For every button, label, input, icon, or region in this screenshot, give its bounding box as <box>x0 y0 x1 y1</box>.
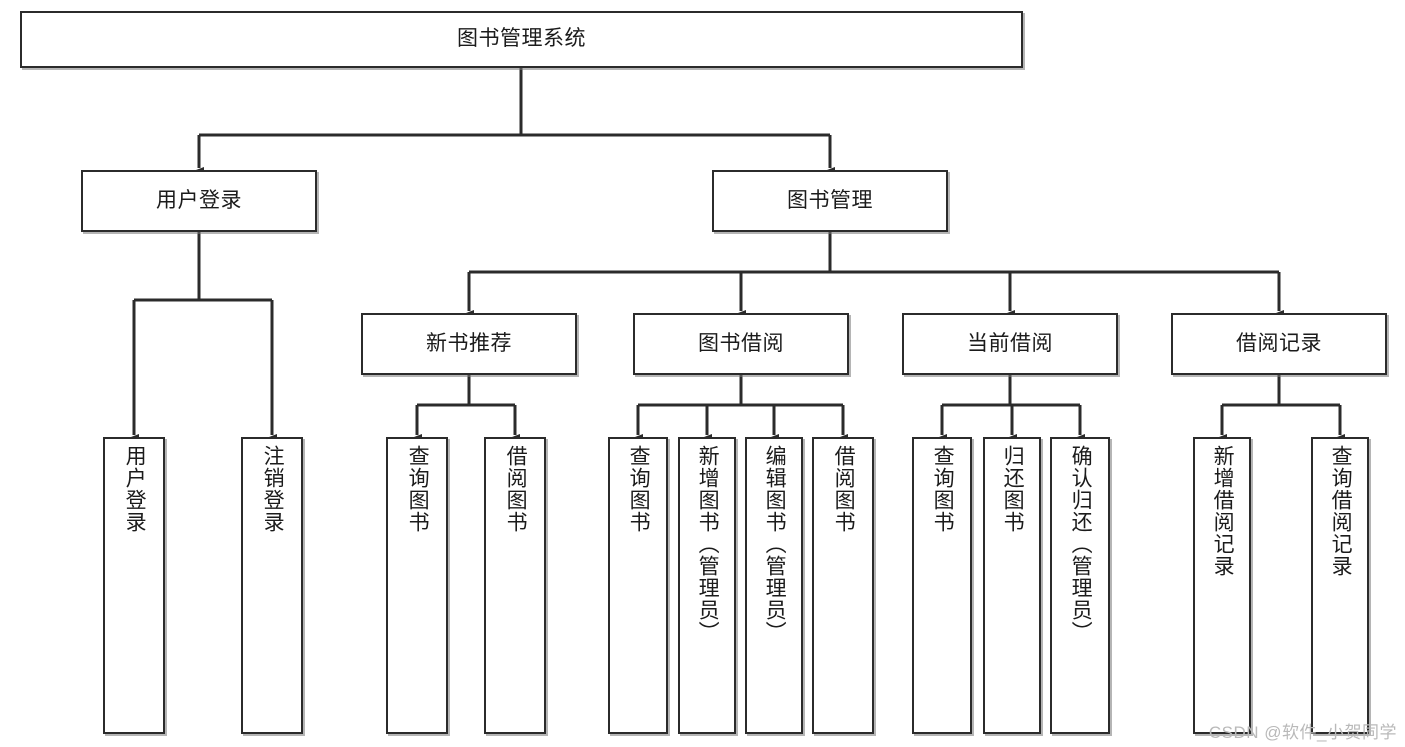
leaf-node-leaf-add-book-admin[interactable]: 新增图书（管理员） <box>678 437 736 734</box>
leaf-node-leaf-query-borrow-record[interactable]: 查询借阅记录 <box>1311 437 1369 734</box>
leaf-node-leaf-query-book-2[interactable]: 查询图书 <box>608 437 668 734</box>
leaf-node-leaf-user-login[interactable]: 用户登录 <box>103 437 165 734</box>
connector-paths <box>134 68 1340 435</box>
node-label: 新增借阅记录 <box>1211 445 1235 577</box>
root-node-root[interactable]: 图书管理系统 <box>20 11 1023 68</box>
watermark-csdn: CSDN @软件_小贺同学 <box>1208 723 1397 742</box>
node-label: 借阅记录 <box>1236 331 1322 355</box>
node-label: 图书借阅 <box>698 331 784 355</box>
leaf-node-leaf-query-book-1[interactable]: 查询图书 <box>386 437 448 734</box>
leaf-node-leaf-borrow-book-2[interactable]: 借阅图书 <box>812 437 874 734</box>
node-label: 当前借阅 <box>967 331 1053 355</box>
node-label: 查询图书 <box>627 445 651 533</box>
level3-node-new-book-recommend[interactable]: 新书推荐 <box>361 313 577 375</box>
node-label: 查询借阅记录 <box>1329 445 1353 577</box>
level3-node-borrow-record[interactable]: 借阅记录 <box>1171 313 1387 375</box>
level3-node-current-borrow[interactable]: 当前借阅 <box>902 313 1118 375</box>
node-label: 借阅图书 <box>504 445 528 533</box>
node-label: 用户登录 <box>156 188 242 212</box>
node-label: 确认归还（管理员） <box>1069 445 1093 643</box>
leaf-node-leaf-return-book[interactable]: 归还图书 <box>983 437 1041 734</box>
node-label: 图书管理 <box>787 188 873 212</box>
node-label: 新增图书（管理员） <box>696 445 720 643</box>
leaf-node-leaf-edit-book-admin[interactable]: 编辑图书（管理员） <box>745 437 803 734</box>
node-label: 注销登录 <box>261 445 285 533</box>
leaf-node-leaf-confirm-return-admin[interactable]: 确认归还（管理员） <box>1050 437 1110 734</box>
node-label: 归还图书 <box>1001 445 1025 533</box>
node-label: 查询图书 <box>931 445 955 533</box>
level2-node-user-login[interactable]: 用户登录 <box>81 170 317 232</box>
node-label: 图书管理系统 <box>457 27 586 51</box>
node-label: 用户登录 <box>123 445 147 533</box>
leaf-node-leaf-user-logout[interactable]: 注销登录 <box>241 437 303 734</box>
node-label: 查询图书 <box>406 445 430 533</box>
level2-node-book-manage[interactable]: 图书管理 <box>712 170 948 232</box>
leaf-node-leaf-add-borrow-record[interactable]: 新增借阅记录 <box>1193 437 1251 734</box>
leaf-node-leaf-query-book-3[interactable]: 查询图书 <box>912 437 972 734</box>
node-label: 借阅图书 <box>832 445 856 533</box>
leaf-node-leaf-borrow-book-1[interactable]: 借阅图书 <box>484 437 546 734</box>
level3-node-book-borrow[interactable]: 图书借阅 <box>633 313 849 375</box>
node-label: 新书推荐 <box>426 331 512 355</box>
node-label: 编辑图书（管理员） <box>763 445 787 643</box>
